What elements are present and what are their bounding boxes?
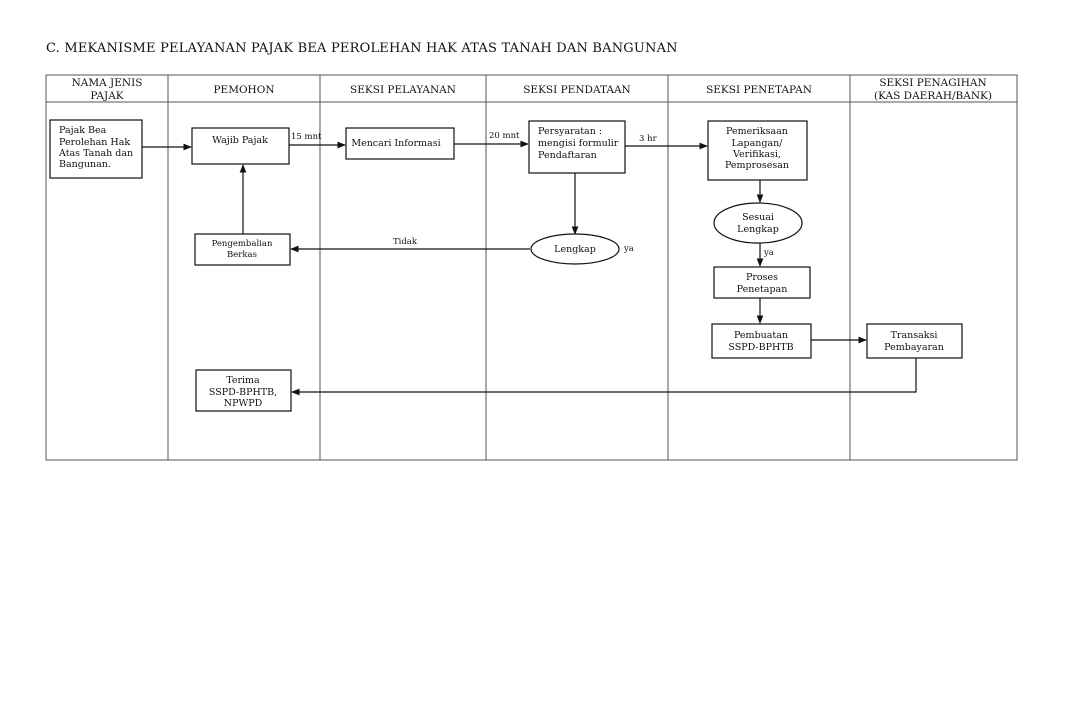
header-seksi-penetapan: SEKSI PENETAPAN [706,84,812,96]
label-ya-lengkap: ya [623,244,634,254]
node-lengkap-label: Lengkap [554,244,596,255]
node-mencari-informasi-label: Mencari Informasi [351,138,440,149]
node-pemeriksaan: Pemeriksaan Lapangan/ Verifikasi, Pempro… [707,120,808,181]
node-pajak-bea: Pajak Bea Perolehan Hak Atas Tanah dan B… [49,119,143,179]
node-persyaratan: Persyaratan : mengisi formulir Pendaftar… [528,120,626,174]
node-proses-penetapan-line1: Proses [746,272,778,283]
node-pengembalian-line2: Berkas [227,250,257,260]
node-transaksi-line2: Pembayaran [884,342,944,353]
label-ya-sesuai: ya [763,248,774,258]
node-sesuai-lengkap-line1: Sesuai [742,212,774,223]
header-pemohon: PEMOHON [213,84,274,96]
swimlane-grid [45,74,1018,461]
header-seksi-penagihan-line2: (KAS DAERAH/BANK) [874,90,992,102]
node-pembuatan-sspd: Pembuatan SSPD-BPHTB [711,323,812,359]
node-transaksi-line1: Transaksi [891,330,938,341]
node-persyaratan-line2: mengisi formulir [538,138,619,149]
node-wajib-pajak-label: Wajib Pajak [212,135,268,146]
node-pajak-bea-line3: Atas Tanah dan [58,148,133,159]
node-terima: Terima SSPD-BPHTB, NPWPD [195,369,292,412]
node-pajak-bea-line4: Bangunan. [59,159,111,170]
arrow-transaksi-to-terima [291,358,917,396]
node-terima-line1: Terima [226,375,260,386]
node-terima-line2: SSPD-BPHTB, [209,387,277,398]
node-pemeriksaan-line2: Lapangan/ [732,138,784,149]
header-seksi-pelayanan: SEKSI PELAYANAN [350,84,456,96]
label-15-mnt: 15 mnt [291,132,322,142]
node-wajib-pajak: Wajib Pajak [191,127,290,165]
node-terima-line3: NPWPD [224,398,263,409]
node-sesuai-lengkap-line2: Lengkap [737,224,779,235]
connectors [142,140,917,396]
node-pemeriksaan-line4: Pemprosesan [725,160,789,171]
node-pajak-bea-line1: Pajak Bea [59,125,107,136]
node-lengkap: Lengkap [530,233,620,265]
node-pengembalian-line1: Pengembalian [212,239,273,249]
node-sesuai-lengkap: Sesuai Lengkap [713,202,803,244]
label-3-hr: 3 hr [639,134,658,144]
header-seksi-penagihan-line1: SEKSI PENAGIHAN [879,77,986,89]
label-tidak: Tidak [393,237,418,247]
node-proses-penetapan-line2: Penetapan [737,284,788,295]
node-proses-penetapan: Proses Penetapan [713,266,811,299]
node-persyaratan-line3: Pendaftaran [538,150,597,161]
header-jenis-pajak-line2: PAJAK [90,90,123,102]
node-transaksi-pembayaran: Transaksi Pembayaran [866,323,963,359]
node-pemeriksaan-line3: Verifikasi, [732,149,781,160]
label-20-mnt: 20 mnt [489,131,520,141]
header-jenis-pajak-line1: NAMA JENIS [72,77,143,89]
node-pengembalian-berkas: Pengembalian Berkas [194,233,291,266]
node-persyaratan-line1: Persyaratan : [538,126,602,137]
node-pemeriksaan-line1: Pemeriksaan [726,126,788,137]
page-title: C. MEKANISME PELAYANAN PAJAK BEA PEROLEH… [46,41,678,56]
node-pembuatan-line1: Pembuatan [734,330,788,341]
node-pajak-bea-line2: Perolehan Hak [59,137,130,148]
node-mencari-informasi: Mencari Informasi [345,127,455,160]
header-seksi-pendataan: SEKSI PENDATAAN [523,84,631,96]
node-pembuatan-line2: SSPD-BPHTB [728,342,793,353]
